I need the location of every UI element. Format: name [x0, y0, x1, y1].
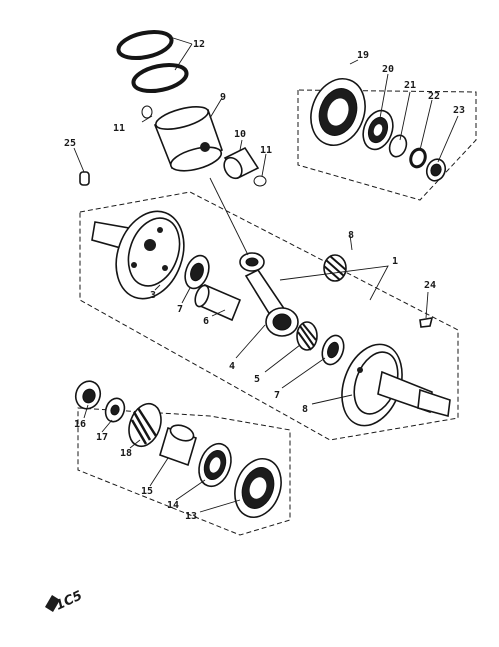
left-bearing-box	[77, 407, 291, 536]
callout-11-left: 11	[113, 123, 125, 134]
circlip-left	[141, 105, 153, 119]
reference-stamp-text: 1C5	[53, 588, 84, 613]
piston-ring-lower	[131, 62, 189, 94]
callout-7-left: 7	[177, 304, 183, 315]
bearing-16	[128, 402, 162, 448]
seal-20	[362, 109, 394, 151]
callout-11-right: 11	[260, 145, 272, 156]
callout-9: 9	[220, 92, 226, 103]
crank-pin	[194, 283, 242, 322]
callout-3: 3	[150, 290, 156, 301]
callout-8-upper: 8	[348, 230, 354, 241]
callout-20: 20	[382, 64, 394, 75]
callout-4: 4	[229, 361, 235, 372]
callout-17: 17	[96, 432, 108, 443]
woodruff-key-24	[419, 317, 434, 328]
callout-13: 13	[185, 511, 197, 522]
piston-pin	[223, 146, 260, 180]
callout-25: 25	[64, 138, 76, 149]
crank-half-right	[341, 343, 451, 427]
thrust-washer-upper	[184, 254, 210, 290]
lock-washer-22	[409, 147, 427, 169]
piston-ring-upper	[116, 29, 174, 61]
bearing-13	[234, 458, 282, 518]
leader-lines	[73, 36, 459, 513]
callout-7-right: 7	[274, 390, 280, 401]
connecting-rod	[239, 252, 299, 337]
callout-19-top: 19	[357, 50, 369, 61]
assembly-boxes	[77, 89, 477, 536]
callout-10: 10	[234, 129, 246, 140]
callout-18: 18	[120, 448, 132, 459]
reference-stamp: 1C5	[45, 588, 85, 614]
callout-5: 5	[254, 374, 260, 385]
callout-1: 1	[392, 256, 398, 267]
nut-23	[425, 158, 447, 182]
piston-rings	[116, 29, 189, 94]
callout-numbers: 12 11 9 10 11 19 20 21 22 23 25 8 1 24 3…	[64, 39, 465, 522]
seal-18	[74, 380, 102, 410]
callout-15: 15	[141, 486, 153, 497]
bearing-19	[310, 78, 366, 146]
pin-25	[79, 171, 90, 186]
piston	[153, 106, 224, 172]
callout-21: 21	[404, 80, 416, 91]
callout-14: 14	[167, 500, 179, 511]
callout-8-lower: 8	[302, 404, 308, 415]
callout-16: 16	[74, 419, 86, 430]
callout-23: 23	[453, 105, 465, 116]
seal-14	[198, 442, 232, 488]
right-bearing-box	[297, 89, 477, 201]
collar-15	[159, 424, 197, 467]
crank-half-left	[91, 210, 185, 300]
callout-22: 22	[428, 91, 440, 102]
small-end-bearing	[323, 254, 347, 282]
circlip-right	[253, 175, 267, 187]
big-end-bearing	[296, 321, 318, 351]
thrust-washer-lower	[321, 334, 345, 366]
callout-12: 12	[193, 39, 205, 50]
washer-17	[104, 397, 126, 423]
washer-21	[388, 134, 408, 158]
callout-6: 6	[203, 316, 209, 327]
callout-24: 24	[424, 280, 436, 291]
